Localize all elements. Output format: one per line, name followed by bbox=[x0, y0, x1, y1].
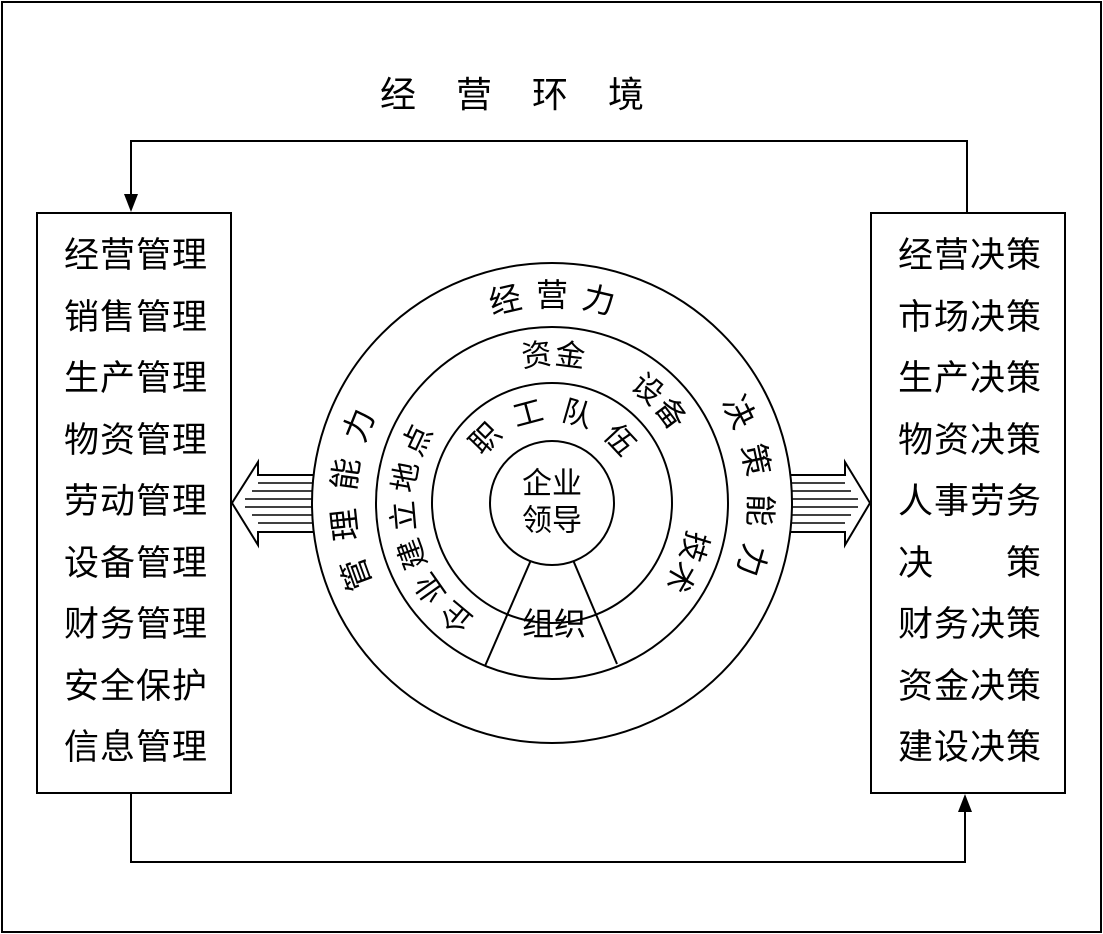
management-item: 设备管理 bbox=[64, 543, 209, 584]
management-item: 物资管理 bbox=[64, 420, 209, 461]
management-item: 信息管理 bbox=[64, 728, 209, 768]
decision-item: 生产决策 bbox=[898, 359, 1043, 399]
outer-right-label-char: 能 bbox=[740, 494, 779, 527]
organization-label: 组织 bbox=[522, 605, 586, 643]
left-striped-arrow-icon bbox=[230, 458, 323, 549]
right-striped-arrow-icon bbox=[789, 458, 872, 549]
organization-divider-right bbox=[572, 559, 618, 665]
management-item: 财务管理 bbox=[64, 605, 209, 645]
management-item: 劳动管理 bbox=[64, 482, 209, 522]
outer-right-label-char: 策 bbox=[734, 440, 778, 479]
ring2-left-label-char: 地 bbox=[386, 459, 426, 495]
management-item: 销售管理 bbox=[64, 297, 209, 338]
management-item: 安全保护 bbox=[64, 666, 209, 707]
ring2-top-label-char: 金 bbox=[553, 337, 587, 375]
top-loop-line bbox=[130, 140, 968, 212]
ring2-top-label-char: 资 bbox=[520, 337, 553, 375]
core-circle bbox=[489, 440, 615, 566]
decision-item: 财务决策 bbox=[898, 605, 1043, 645]
management-list: 经营管理销售管理生产管理物资管理劳动管理设备管理财务管理安全保护信息管理 bbox=[64, 236, 208, 790]
decision-item: 人事劳务 bbox=[898, 482, 1043, 522]
outer-top-label-char: 营 bbox=[536, 276, 568, 314]
outer-left-label-char: 能 bbox=[325, 456, 367, 493]
decision-item-char: 决 bbox=[898, 543, 935, 584]
decision-item: 决策 bbox=[898, 544, 1042, 606]
arrow-up-icon bbox=[958, 794, 972, 812]
decision-item: 建设决策 bbox=[898, 728, 1043, 768]
decision-item-char: 策 bbox=[1005, 543, 1042, 584]
ring2-top-label: 资金 bbox=[520, 337, 587, 375]
decision-item: 市场决策 bbox=[898, 297, 1043, 338]
management-box: 经营管理销售管理生产管理物资管理劳动管理设备管理财务管理安全保护信息管理 bbox=[36, 212, 232, 794]
decision-item: 资金决策 bbox=[898, 666, 1043, 707]
management-item: 生产管理 bbox=[64, 359, 209, 399]
decision-item: 经营决策 bbox=[898, 236, 1043, 276]
core-label-line2: 领导 bbox=[522, 504, 582, 539]
environment-title: 经营环境 bbox=[380, 75, 685, 116]
decision-item: 物资决策 bbox=[898, 420, 1043, 461]
arrow-down-icon bbox=[124, 194, 138, 212]
core-label-line1: 企业 bbox=[522, 467, 582, 502]
decision-box: 经营决策市场决策生产决策物资决策人事劳务决策财务决策资金决策建设决策 bbox=[870, 212, 1066, 794]
bottom-loop-line bbox=[130, 794, 966, 863]
outer-left-label-char: 理 bbox=[325, 507, 366, 543]
organization-divider-left bbox=[484, 559, 532, 667]
ring2-left-label-char: 立 bbox=[386, 499, 423, 532]
decision-list: 经营决策市场决策生产决策物资决策人事劳务决策财务决策资金决策建设决策 bbox=[898, 236, 1042, 790]
management-item: 经营管理 bbox=[64, 236, 209, 276]
